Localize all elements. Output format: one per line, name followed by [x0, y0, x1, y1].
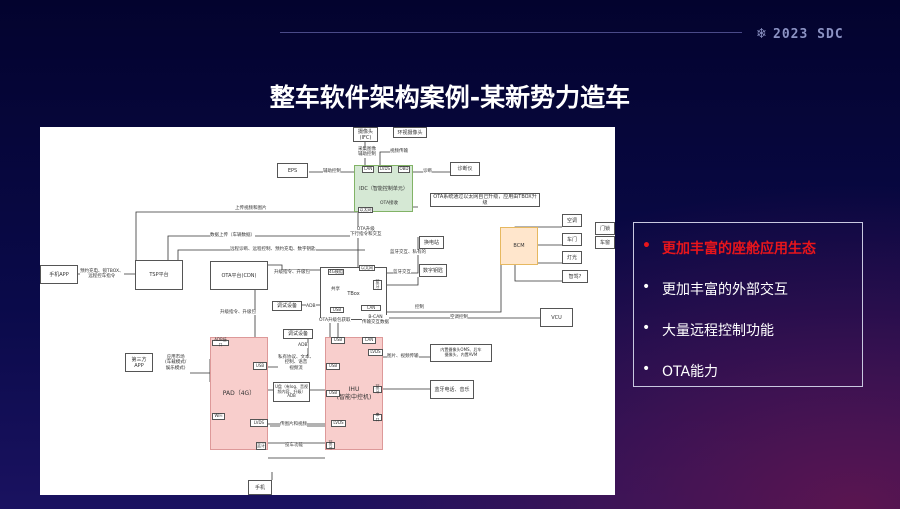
tbox-ethernet-port: 以太网 — [359, 264, 375, 271]
bullet-dot-icon: • — [642, 238, 651, 254]
bt-phone-box: 蓝牙电话、音乐 — [430, 380, 474, 399]
label-assist: 辅助控制 — [323, 169, 341, 175]
idc-ethernet-port: 以太网 — [358, 206, 373, 213]
idc-lvds-port: LVDS — [378, 166, 392, 173]
bullet-item: • 更加丰富的座舱应用生态 — [642, 238, 862, 279]
bullet-text: OTA能力 — [662, 364, 719, 380]
bcm-box: BCM — [500, 227, 538, 265]
label-upload-media: 上传视频和图片 — [235, 206, 267, 212]
vcu-box: VCU — [540, 308, 573, 327]
label-app: 预约充电、锁TBOX、 远程控车指令 — [80, 269, 124, 280]
label-bcan: B-CAN 传输交互数据 — [362, 315, 389, 326]
label-ota-down: OTA升级 下行指令和交互 — [350, 227, 382, 238]
tbox-can-port: CAN — [361, 305, 381, 311]
ihu-usb-port-3: USB — [326, 390, 340, 397]
bullet-text: 更加丰富的外部交互 — [662, 282, 788, 298]
phone-app-box: 手机APP — [40, 265, 78, 284]
tbox-usb-port: USB — [330, 307, 344, 313]
tbox-4g-port: 4G模组 — [328, 268, 344, 275]
pad-usb-port: USB — [253, 362, 267, 370]
label-media: 传图片和视频 — [280, 422, 307, 428]
ihu-label: IHU (智能中控机) — [336, 386, 372, 401]
internal-camera-box: 内置摄像头OMS、后车 摄像头、内置AVM — [430, 344, 492, 362]
idc-ota-label: OTA接收 — [380, 201, 399, 206]
debug-device-1: 调试设备 — [272, 301, 302, 311]
label-ac-control: 空调控制 — [450, 315, 468, 321]
bullet-item: • 大量远程控制功能 — [642, 320, 862, 361]
label-remote: 远程诊断、远程控制、预约充电、数字钥匙 — [230, 247, 316, 253]
ihu-serial-port: 串口 — [373, 412, 382, 421]
label-adb-2: ADB — [298, 343, 308, 349]
door-box: 车门 — [562, 233, 582, 246]
label-upgrade-1: 升级指令、升级包 — [274, 270, 310, 276]
phone-box: 手机 — [248, 480, 272, 495]
bullet-text: 更加丰富的座舱应用生态 — [662, 241, 816, 257]
bullet-item: • 更加丰富的外部交互 — [642, 279, 862, 320]
label-capture: 采集图像 辅助控制 — [358, 147, 376, 158]
idc-obd-port: OBD — [398, 166, 410, 173]
ihu-usb-port-1: USB — [331, 337, 345, 344]
camera-ifc-box: 摄像头 (IFC) — [353, 127, 378, 142]
pad-adb-port: ADB接口 — [212, 337, 229, 347]
slide-title: 整车软件架构案例-某新势力造车 — [269, 83, 631, 112]
header-divider — [280, 32, 742, 33]
ihu-bt-port-2: 蓝牙 — [326, 440, 335, 449]
snowflake-icon: ❄ — [757, 24, 768, 42]
bullet-dot-icon: • — [642, 361, 651, 377]
label-upload-data: 数据上传（车辆数据） — [210, 233, 255, 239]
ihu-lvds-port-2: LVDS — [331, 420, 346, 427]
label-market: 应用市场 (车载模式/ 娱乐模式) — [165, 355, 187, 372]
label-car: 投车功能 — [285, 443, 303, 449]
label-control: 控制 — [415, 305, 424, 311]
ihu-can-port: CAN — [362, 337, 376, 344]
label-private: 私有协议、文本、 控制、语音 视频流 — [278, 355, 314, 372]
ihu-usb-port-2: USB — [326, 363, 340, 370]
bullet-dot-icon: • — [642, 320, 651, 336]
udisk-box: U盘（有log、音视 频内容、升级） ADB — [273, 382, 310, 402]
idc-can-port: CAN — [362, 166, 374, 173]
pad-box: PAD（4G） — [210, 337, 268, 450]
bullet-text: 大量远程控制功能 — [662, 323, 774, 339]
label-diag: 诊断 — [423, 169, 432, 175]
label-upgrade-2: 升级指令、升级包 — [220, 310, 256, 316]
eps-box: EPS — [277, 163, 308, 178]
ihu-lvds-port-1: LVDS — [368, 349, 383, 356]
label-img: 图片、视频传输 — [387, 354, 419, 360]
ihu-bt-port-1: 蓝牙 — [373, 384, 382, 393]
bullet-dot-icon: • — [642, 279, 651, 295]
door-lock-box: 门锁 — [595, 222, 615, 235]
pad-lvds-port: LVDS — [250, 419, 268, 427]
third-party-app-box: 第三方 APP — [125, 353, 153, 372]
architecture-diagram: 摄像头 (IFC) 环视摄像头 采集图像 辅助控制 视频传输 EPS 辅助控制 … — [40, 127, 615, 495]
idc-label: IDC（智能控制单元） — [359, 185, 408, 192]
diag-tool-box: 诊断仪 — [450, 162, 480, 176]
tsp-box: TSP平台 — [135, 260, 183, 290]
ota-cdn-box: OTA平台(CDN) — [210, 261, 268, 290]
label-share: 共享 — [331, 287, 340, 292]
tbox-label: TBox — [347, 290, 360, 297]
label-bt: 蓝牙交互 — [393, 270, 411, 276]
pad-bt-port: 蓝牙 — [256, 442, 266, 450]
swap-station-box: 换电站 — [419, 236, 444, 249]
label-bt-private: 蓝牙交互、私有的 — [390, 250, 426, 256]
tbox-bt-port: 蓝牙 — [373, 279, 382, 290]
label-adb-1: ADB — [306, 304, 316, 310]
window-box: 车窗 — [595, 236, 615, 249]
ac-box: 空调 — [562, 214, 582, 227]
bullet-item: • OTA能力 — [642, 361, 862, 402]
ota-note-box: OTA系统通过以太网自己升级，应用由TBOX升级 — [430, 193, 540, 207]
digital-key-box: 数字钥匙 — [419, 264, 447, 277]
pad-label: PAD（4G） — [222, 389, 256, 397]
surround-camera-box: 环视摄像头 — [393, 127, 427, 138]
debug-device-2: 调试设备 — [283, 329, 313, 339]
adas-box: 智驾? — [562, 270, 588, 283]
label-video: 视频传输 — [390, 149, 408, 155]
highlights-panel: • 更加丰富的座舱应用生态 • 更加丰富的外部交互 • 大量远程控制功能 • OTA能力 — [633, 222, 863, 387]
brand-text: 2023 SDC — [773, 27, 844, 42]
brand-logo: ❄ 2023 SDC — [757, 24, 844, 42]
light-box: 灯光 — [562, 251, 582, 264]
label-ota-pkg: OTA升级包获取 — [319, 318, 351, 324]
pad-wifi-port: WiFi — [212, 413, 225, 420]
